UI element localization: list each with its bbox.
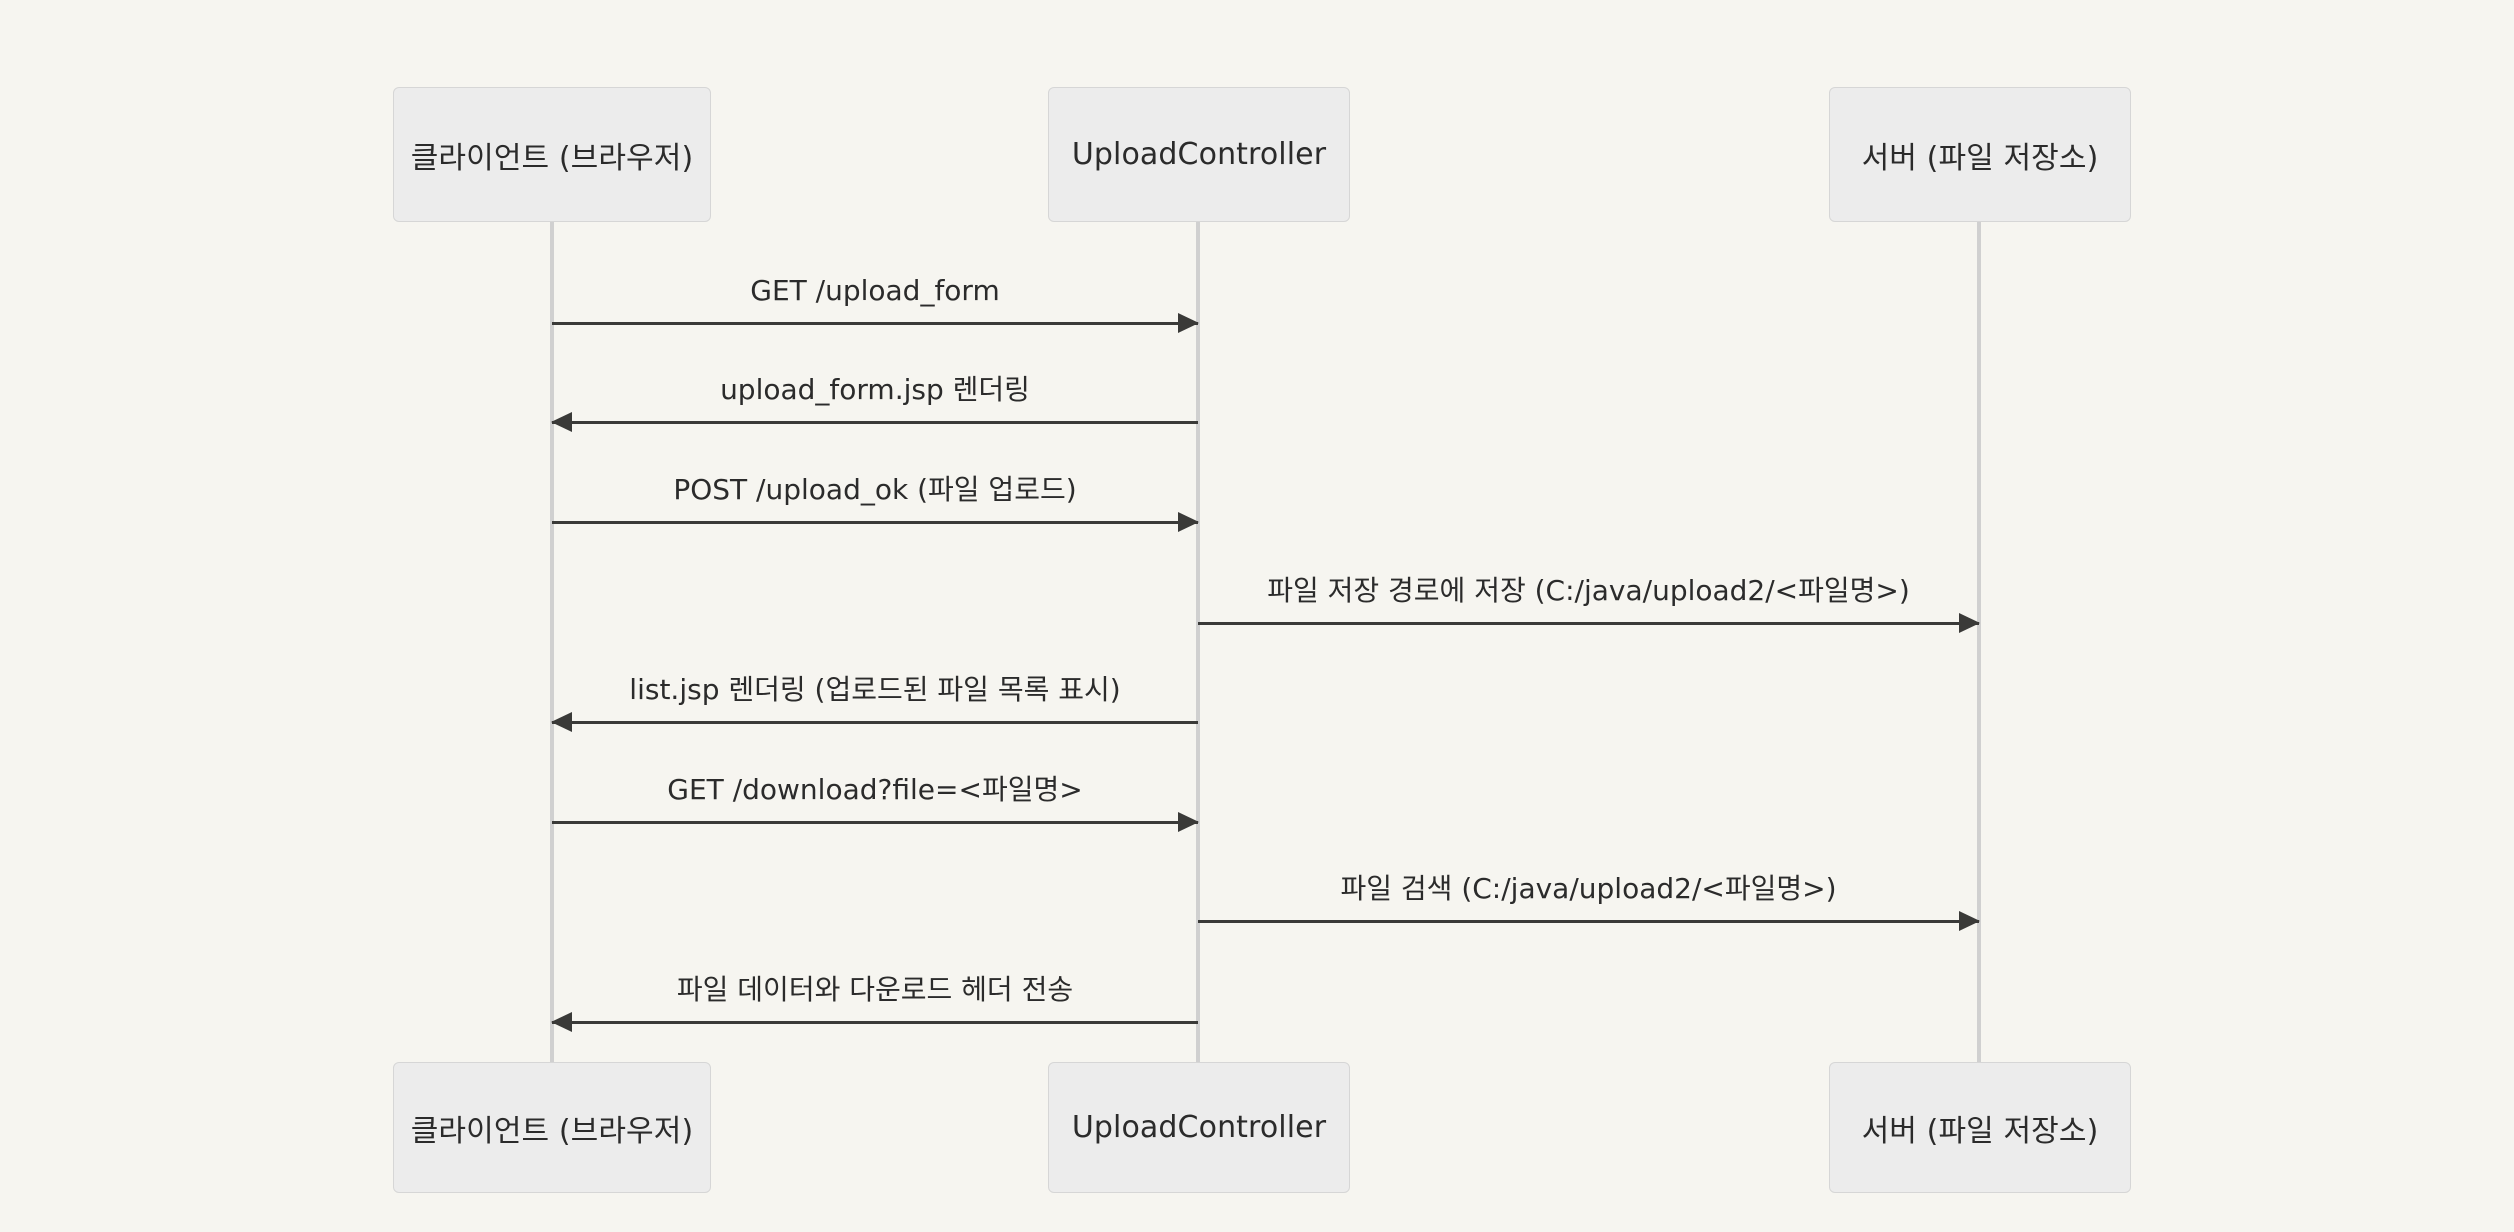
- arrowhead-right-icon: [1178, 812, 1199, 832]
- message-5-line: [552, 721, 1198, 724]
- participant-label-controller-bottom: UploadController: [1071, 1110, 1327, 1145]
- message-3-label: POST /upload_ok (파일 업로드): [673, 473, 1077, 507]
- message-7-line: [1198, 920, 1979, 923]
- lifeline-server: [1977, 222, 1981, 1064]
- arrowhead-left-icon: [551, 412, 572, 432]
- message-2-line: [552, 421, 1198, 424]
- participant-label-server-top: 서버 (파일 저장소): [1861, 140, 2099, 176]
- lifeline-controller: [1196, 222, 1200, 1064]
- message-6-line: [552, 821, 1198, 824]
- message-3-line: [552, 521, 1198, 524]
- arrowhead-right-icon: [1178, 512, 1199, 532]
- participant-label-client-bottom: 클라이언트 (브라우저): [410, 1113, 694, 1149]
- arrowhead-right-icon: [1959, 911, 1980, 931]
- message-6-label: GET /download?file=<파일명>: [667, 773, 1083, 807]
- arrowhead-right-icon: [1178, 313, 1199, 333]
- participant-box-server-bottom[interactable]: 서버 (파일 저장소): [1829, 1062, 2131, 1193]
- message-8-label: 파일 데이터와 다운로드 헤더 전송: [676, 973, 1074, 1007]
- participant-box-controller-bottom[interactable]: UploadController: [1048, 1062, 1350, 1193]
- participant-label-server-bottom: 서버 (파일 저장소): [1861, 1113, 2099, 1149]
- message-2-label: upload_form.jsp 렌더링: [720, 373, 1030, 407]
- participant-label-controller-top: UploadController: [1071, 137, 1327, 172]
- participant-label-client-top: 클라이언트 (브라우저): [410, 140, 694, 176]
- message-1-line: [552, 322, 1198, 325]
- participant-box-controller-top[interactable]: UploadController: [1048, 87, 1350, 222]
- arrowhead-right-icon: [1959, 613, 1980, 633]
- message-7-label: 파일 검색 (C:/java/upload2/<파일명>): [1340, 872, 1837, 906]
- arrowhead-left-icon: [551, 1012, 572, 1032]
- participant-box-server-top[interactable]: 서버 (파일 저장소): [1829, 87, 2131, 222]
- message-4-label: 파일 저장 경로에 저장 (C:/java/upload2/<파일명>): [1267, 574, 1910, 608]
- participant-box-client-bottom[interactable]: 클라이언트 (브라우저): [393, 1062, 711, 1193]
- arrowhead-left-icon: [551, 712, 572, 732]
- lifeline-client: [550, 222, 554, 1064]
- participant-box-client-top[interactable]: 클라이언트 (브라우저): [393, 87, 711, 222]
- message-8-line: [552, 1021, 1198, 1024]
- message-4-line: [1198, 622, 1979, 625]
- message-5-label: list.jsp 렌더링 (업로드된 파일 목록 표시): [629, 673, 1121, 707]
- message-1-label: GET /upload_form: [750, 274, 1000, 308]
